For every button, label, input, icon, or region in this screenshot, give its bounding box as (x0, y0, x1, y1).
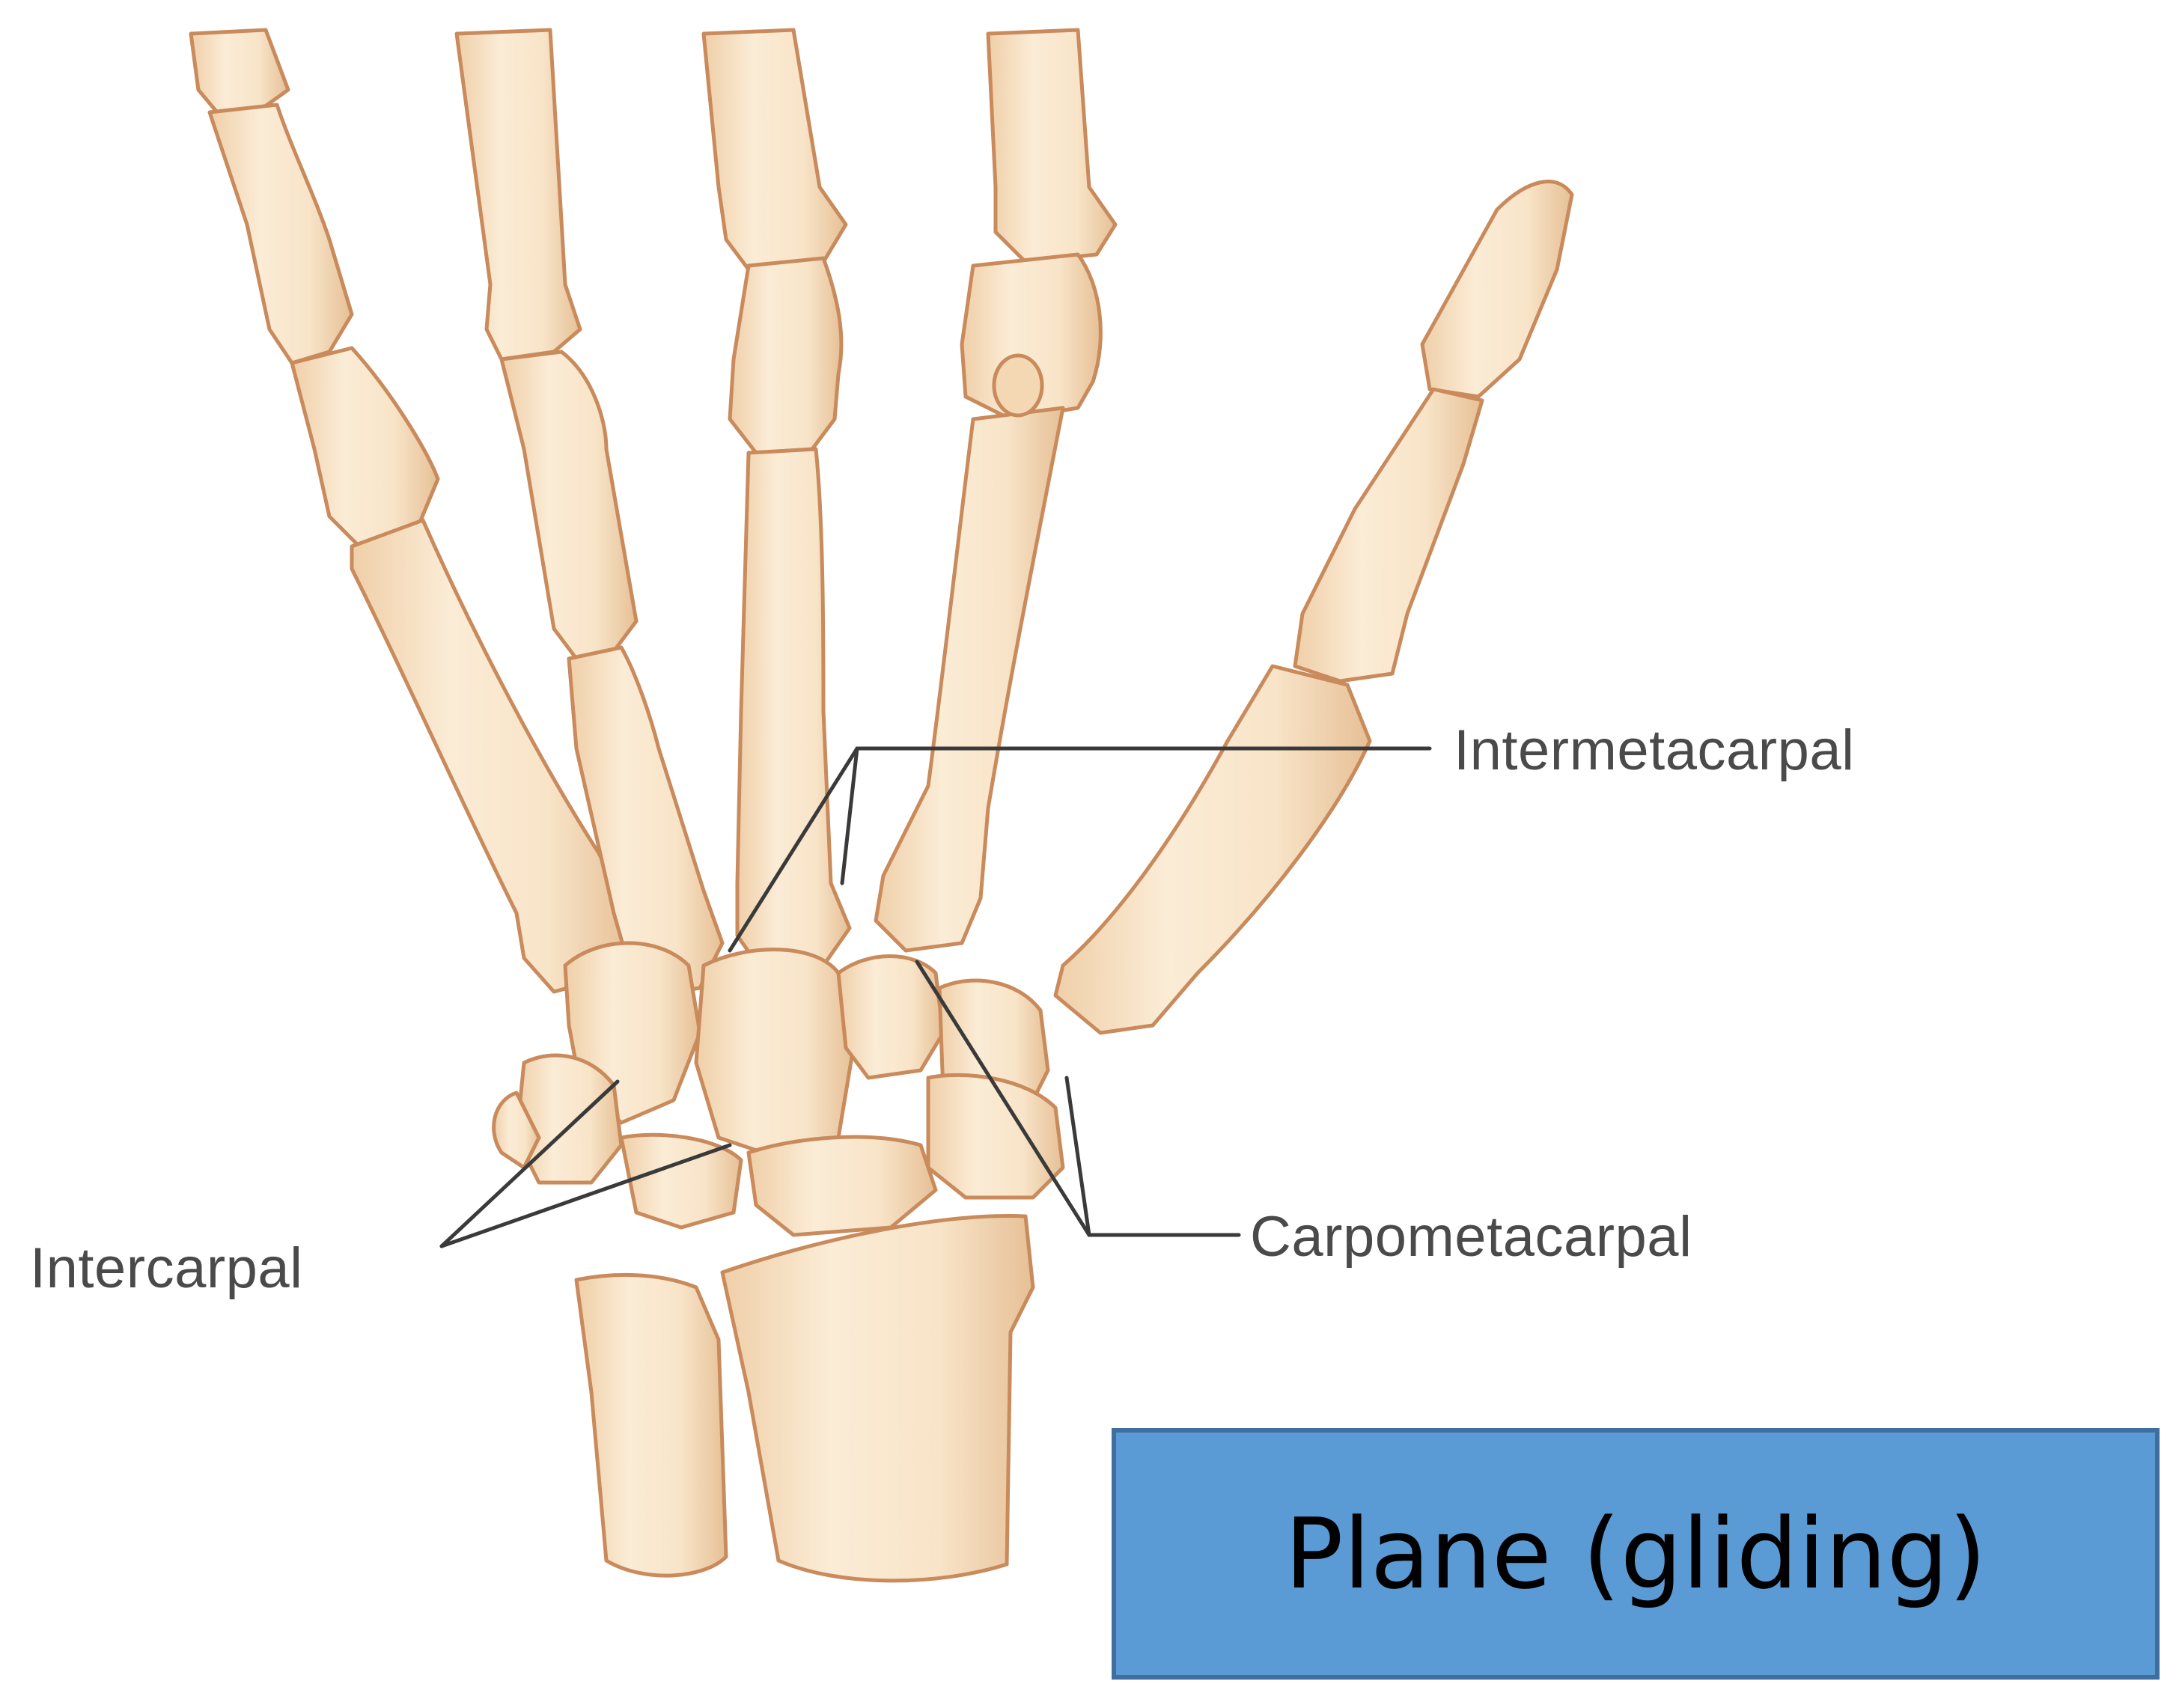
leader-lines (439, 746, 1432, 1248)
carpometacarpal-label: Carpometacarpal (1250, 1205, 1692, 1269)
scaphoid (746, 1135, 938, 1237)
first-metacarpal (1053, 664, 1372, 1035)
joint-type-box: Plane (gliding) (1112, 1428, 2160, 1680)
intercarpal-label: Intercarpal (30, 1236, 303, 1300)
thumb-bones (1053, 180, 1574, 1035)
intermetacarpal-label: Intermetacarpal (1454, 719, 1855, 782)
capitate (694, 948, 856, 1162)
forearm-bones (574, 1214, 1035, 1583)
lunate (619, 1132, 743, 1230)
second-metacarpal (874, 406, 1065, 953)
carpometacarpal-leader-branch (1064, 1076, 1091, 1237)
carpal-bones (492, 941, 1065, 1237)
trapezium-lower (926, 1073, 1065, 1200)
trapezoid (836, 954, 945, 1080)
ulna (574, 1272, 728, 1578)
third-metacarpal (735, 447, 852, 975)
joint-type-text: Plane (gliding) (1284, 1497, 1987, 1611)
intercarpal-leader-a (439, 1079, 620, 1248)
radius (720, 1214, 1035, 1583)
intercarpal-leader-b (439, 1143, 732, 1248)
pisiform (492, 1091, 541, 1170)
intermetacarpal-leader-branch (840, 746, 859, 885)
hand-skeleton-illustration (189, 28, 1574, 1583)
middle-finger-bones (701, 28, 852, 975)
index-finger-bones (874, 28, 1118, 953)
ring-finger-bones (454, 28, 725, 998)
